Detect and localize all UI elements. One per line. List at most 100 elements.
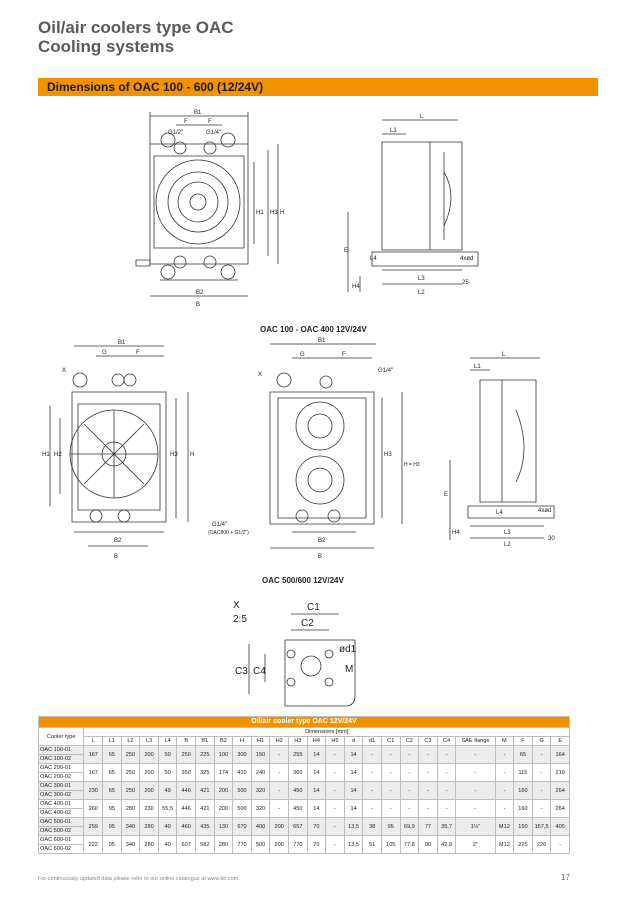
label-30: 30 xyxy=(548,536,555,542)
table-cell: 250 xyxy=(120,745,141,764)
table-cell: 400 xyxy=(250,817,271,836)
table-cell: 55,5 xyxy=(157,799,178,818)
table-cell: 320 xyxy=(250,781,271,800)
section-header: Dimensions of OAC 100 - 600 (12/24V) xyxy=(38,78,598,96)
table-cell: 280 xyxy=(213,835,234,854)
table-cell: 105 xyxy=(380,835,401,854)
table-cell: - xyxy=(436,763,457,782)
column-header: d1 xyxy=(362,736,382,746)
column-header: H3 xyxy=(287,736,308,746)
cooler-type: OAC 300-01 xyxy=(37,781,85,791)
table-cell: 280 xyxy=(139,835,159,854)
table-cell: 260 xyxy=(83,799,104,818)
table-cell: 14 xyxy=(306,745,327,764)
column-header: B1 xyxy=(195,736,215,746)
table-cell: - xyxy=(399,799,420,818)
table-cell: 250 xyxy=(120,781,141,800)
label-c1: C1 xyxy=(307,602,320,613)
table-cell: - xyxy=(455,745,496,764)
table-cell: - xyxy=(550,835,570,854)
title-line-1: Oil/air coolers type OAC xyxy=(38,18,234,37)
table-cell: 160 xyxy=(513,781,533,800)
label-h4-d: H4 xyxy=(452,530,460,536)
table-cell: - xyxy=(325,745,345,764)
cooler-type: OAC 400-02 xyxy=(37,808,85,818)
table-cell: 259 xyxy=(83,817,104,836)
table-cell: 65 xyxy=(102,745,122,764)
table-cell: 115 xyxy=(513,763,533,782)
table-cell: 70 xyxy=(306,817,327,836)
table-cell: 200 xyxy=(213,799,234,818)
table-cell: - xyxy=(418,745,438,764)
table-cell: 280 xyxy=(120,799,141,818)
column-header: H2 xyxy=(269,736,289,746)
table-cell: 250 xyxy=(120,763,141,782)
label-f: F xyxy=(184,119,188,125)
table-cell: 2" xyxy=(455,835,496,854)
table-cell: 174 xyxy=(213,763,234,782)
label-h: H xyxy=(280,210,284,216)
table-cell: 14 xyxy=(306,799,327,818)
table-row: OAC 600-02 xyxy=(37,844,570,854)
table-cell: 65 xyxy=(102,781,122,800)
table-cell: 200 xyxy=(269,835,289,854)
label-l4: L4 xyxy=(370,256,377,262)
table-cell: 320 xyxy=(250,799,271,818)
table-cell: - xyxy=(269,745,289,764)
table-cell: 340 xyxy=(120,817,141,836)
table-cell: - xyxy=(362,799,382,818)
table-cell: 51 xyxy=(362,835,382,854)
table-cell: - xyxy=(325,763,345,782)
cooler-type: OAC 500-01 xyxy=(37,817,85,827)
table-cell: 157,5 xyxy=(531,817,552,836)
table-cell: - xyxy=(380,745,401,764)
label-c2: C2 xyxy=(301,618,314,629)
label-h-b: H xyxy=(190,452,194,458)
label-c4: C4 xyxy=(253,666,266,677)
footer-note: For continuously updated data please ref… xyxy=(38,876,239,882)
label-m: M xyxy=(345,664,353,675)
table-cell: 300 xyxy=(232,745,252,764)
column-header: F xyxy=(513,736,533,746)
cooler-type: OAC 600-02 xyxy=(37,844,85,854)
table-cell: 167 xyxy=(83,745,104,764)
table-title: Oil/air cooler type OAC 12V/24V xyxy=(38,716,570,728)
table-cell: 350 xyxy=(176,763,197,782)
label-f-b: F xyxy=(136,350,140,356)
label-b-b: B xyxy=(114,554,118,560)
table-cell: 14 xyxy=(343,781,364,800)
label-x-detail: X xyxy=(233,600,240,611)
table-cell: - xyxy=(418,763,438,782)
table-cell: 421 xyxy=(195,799,215,818)
table-cell: - xyxy=(531,763,552,782)
label-l: L xyxy=(420,114,424,120)
cooler-type: OAC 300-02 xyxy=(37,790,85,800)
label-l1-d: L1 xyxy=(474,364,481,370)
table-cell: - xyxy=(418,781,438,800)
table-cell: 200 xyxy=(139,781,159,800)
table-cell: 65 xyxy=(102,763,122,782)
column-header: H5 xyxy=(325,736,345,746)
table-cell: 38 xyxy=(362,817,382,836)
table-cell: 230 xyxy=(139,799,159,818)
table-cell: - xyxy=(494,799,515,818)
table-cell: 225 xyxy=(195,745,215,764)
cooler-type: OAC 400-01 xyxy=(37,799,85,809)
table-cell: 70 xyxy=(306,835,327,854)
column-header: B xyxy=(176,736,197,746)
table-cell: - xyxy=(362,763,382,782)
cooler-type: OAC 500-02 xyxy=(37,826,85,836)
page-number: 17 xyxy=(561,873,570,882)
table-cell: 200 xyxy=(139,763,159,782)
table-cell: - xyxy=(531,745,552,764)
table-cell: 200 xyxy=(269,817,289,836)
cooler-type: OAC 200-01 xyxy=(37,763,85,773)
label-f2: F xyxy=(208,119,212,125)
table-cell: - xyxy=(325,799,345,818)
table-cell: 14 xyxy=(343,745,364,764)
label-x-c: X xyxy=(258,372,262,378)
label-b: B xyxy=(196,302,200,308)
label-25: 25 xyxy=(462,280,469,286)
label-x-scale: 2:5 xyxy=(233,614,247,625)
